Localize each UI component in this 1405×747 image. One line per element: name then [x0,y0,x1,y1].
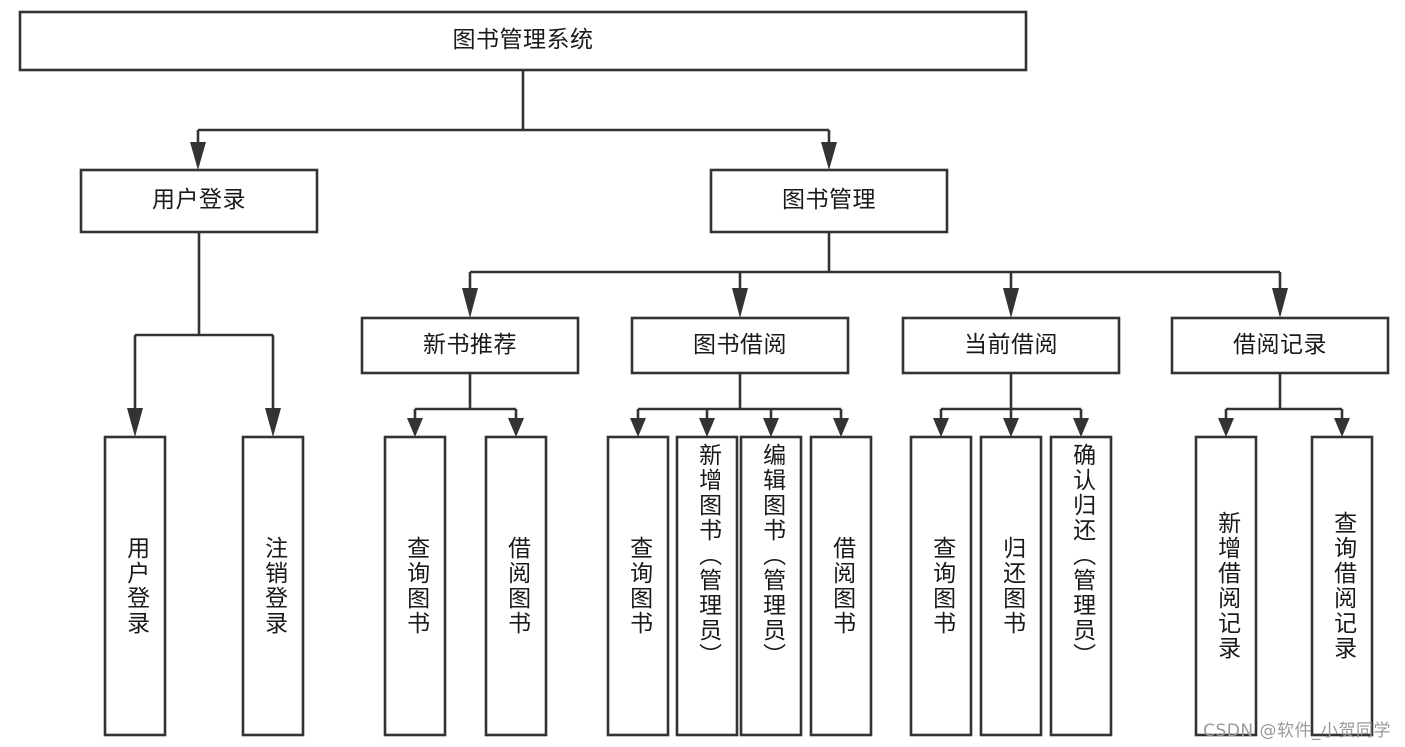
arrow-head-borrow-record [1272,288,1288,318]
arrow-head-leaf-borrow-book-2 [833,418,849,437]
node-box-leaf-borrow-book-2[interactable] [809,435,873,737]
arrow-head-leaf-logout-login [265,408,281,437]
arrow-head-leaf-confirm-return [1073,418,1089,437]
node-box-leaf-add-book[interactable] [675,435,739,737]
node-box-leaf-confirm-return[interactable] [1049,435,1113,737]
node-box-book-borrow[interactable] [630,316,850,375]
arrow-head-leaf-query-book-2 [630,418,646,437]
watermark-text: CSDN @软件_小贺同学 [1203,721,1391,741]
arrow-head-book-manage [821,142,837,170]
arrow-head-leaf-query-book-3 [933,418,949,437]
node-box-new-book-recommend[interactable] [360,316,580,375]
node-box-leaf-query-book-3[interactable] [909,435,973,737]
node-box-leaf-query-record[interactable] [1310,435,1374,737]
node-box-system-root[interactable] [18,10,1028,72]
node-box-leaf-borrow-book-1[interactable] [484,435,548,737]
arrow-head-leaf-add-book [699,418,715,437]
arrow-head-book-borrow [732,288,748,318]
arrow-head-leaf-query-book-1 [407,418,423,437]
node-box-current-borrow[interactable] [901,316,1121,375]
node-box-user-login[interactable] [79,168,319,234]
arrow-head-leaf-user-login [127,408,143,437]
node-box-leaf-logout-login[interactable] [241,435,305,737]
node-box-leaf-add-record[interactable] [1194,435,1258,737]
arrow-head-leaf-edit-book [763,418,779,437]
node-box-book-manage[interactable] [709,168,949,234]
arrow-head-leaf-return-book [1003,418,1019,437]
arrow-head-leaf-query-record [1334,418,1350,437]
node-box-leaf-query-book-2[interactable] [606,435,670,737]
node-box-leaf-user-login[interactable] [103,435,167,737]
arrow-head-leaf-borrow-book-1 [508,418,524,437]
node-box-leaf-return-book[interactable] [979,435,1043,737]
arrow-head-current-borrow [1003,288,1019,318]
node-box-leaf-edit-book[interactable] [739,435,803,737]
arrow-head-new-book-recommend [462,288,478,318]
node-box-borrow-record[interactable] [1170,316,1390,375]
arrow-head-user-login [190,142,206,170]
arrow-head-leaf-add-record [1218,418,1234,437]
node-box-leaf-query-book-1[interactable] [383,435,447,737]
